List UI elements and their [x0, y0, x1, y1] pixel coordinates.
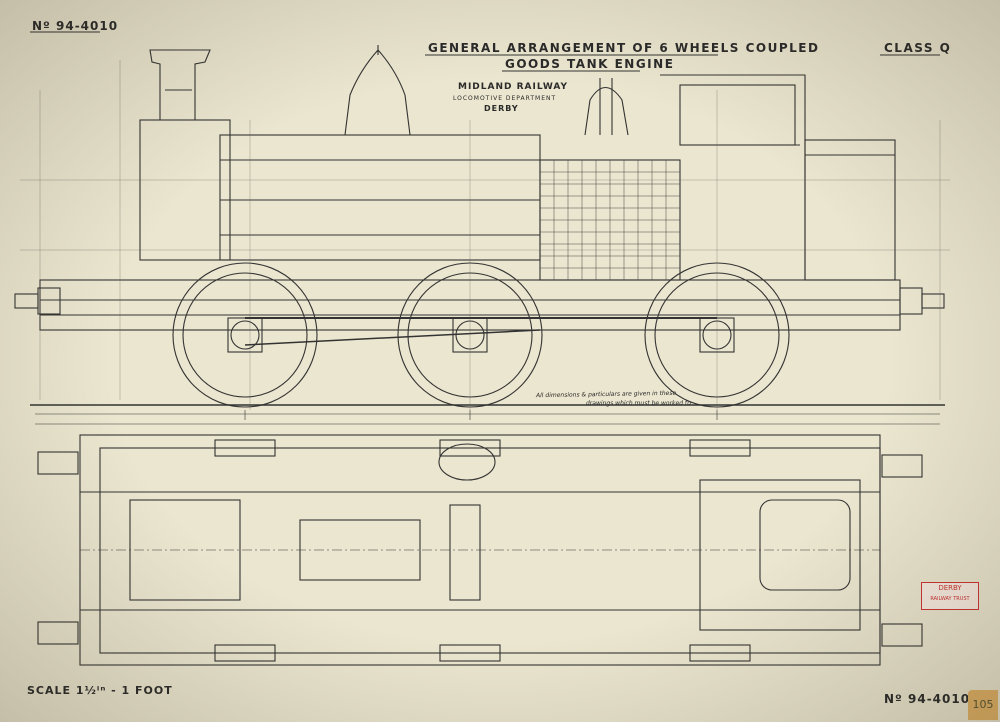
plan-view [37, 434, 923, 666]
scale-label: SCALE 1½ⁱⁿ - 1 FOOT [27, 684, 173, 697]
drawing-note-line2: drawings which must be worked to [586, 400, 691, 407]
drawing-number-bottom: Nº 94-4010 [884, 692, 971, 706]
drawing-title-line1: GENERAL ARRANGEMENT OF 6 WHEELS COUPLED [428, 41, 820, 55]
drawing-title-line2: GOODS TANK ENGINE [505, 57, 675, 71]
railway-name: MIDLAND RAILWAY [458, 82, 569, 92]
class-label: CLASS Q [884, 41, 952, 55]
location-name: DERBY [484, 104, 519, 113]
stamp-title: DERBY [938, 584, 962, 592]
sheet-tag: 105 [968, 690, 998, 720]
stamp-subtitle: RAILWAY TRUST [930, 596, 970, 602]
archive-stamp: DERBY RAILWAY TRUST [921, 582, 979, 610]
department-name: LOCOMOTIVE DEPARTMENT [453, 95, 557, 102]
tank-grid [540, 160, 680, 280]
drawing-number-top: Nº 94-4010 [32, 19, 119, 33]
